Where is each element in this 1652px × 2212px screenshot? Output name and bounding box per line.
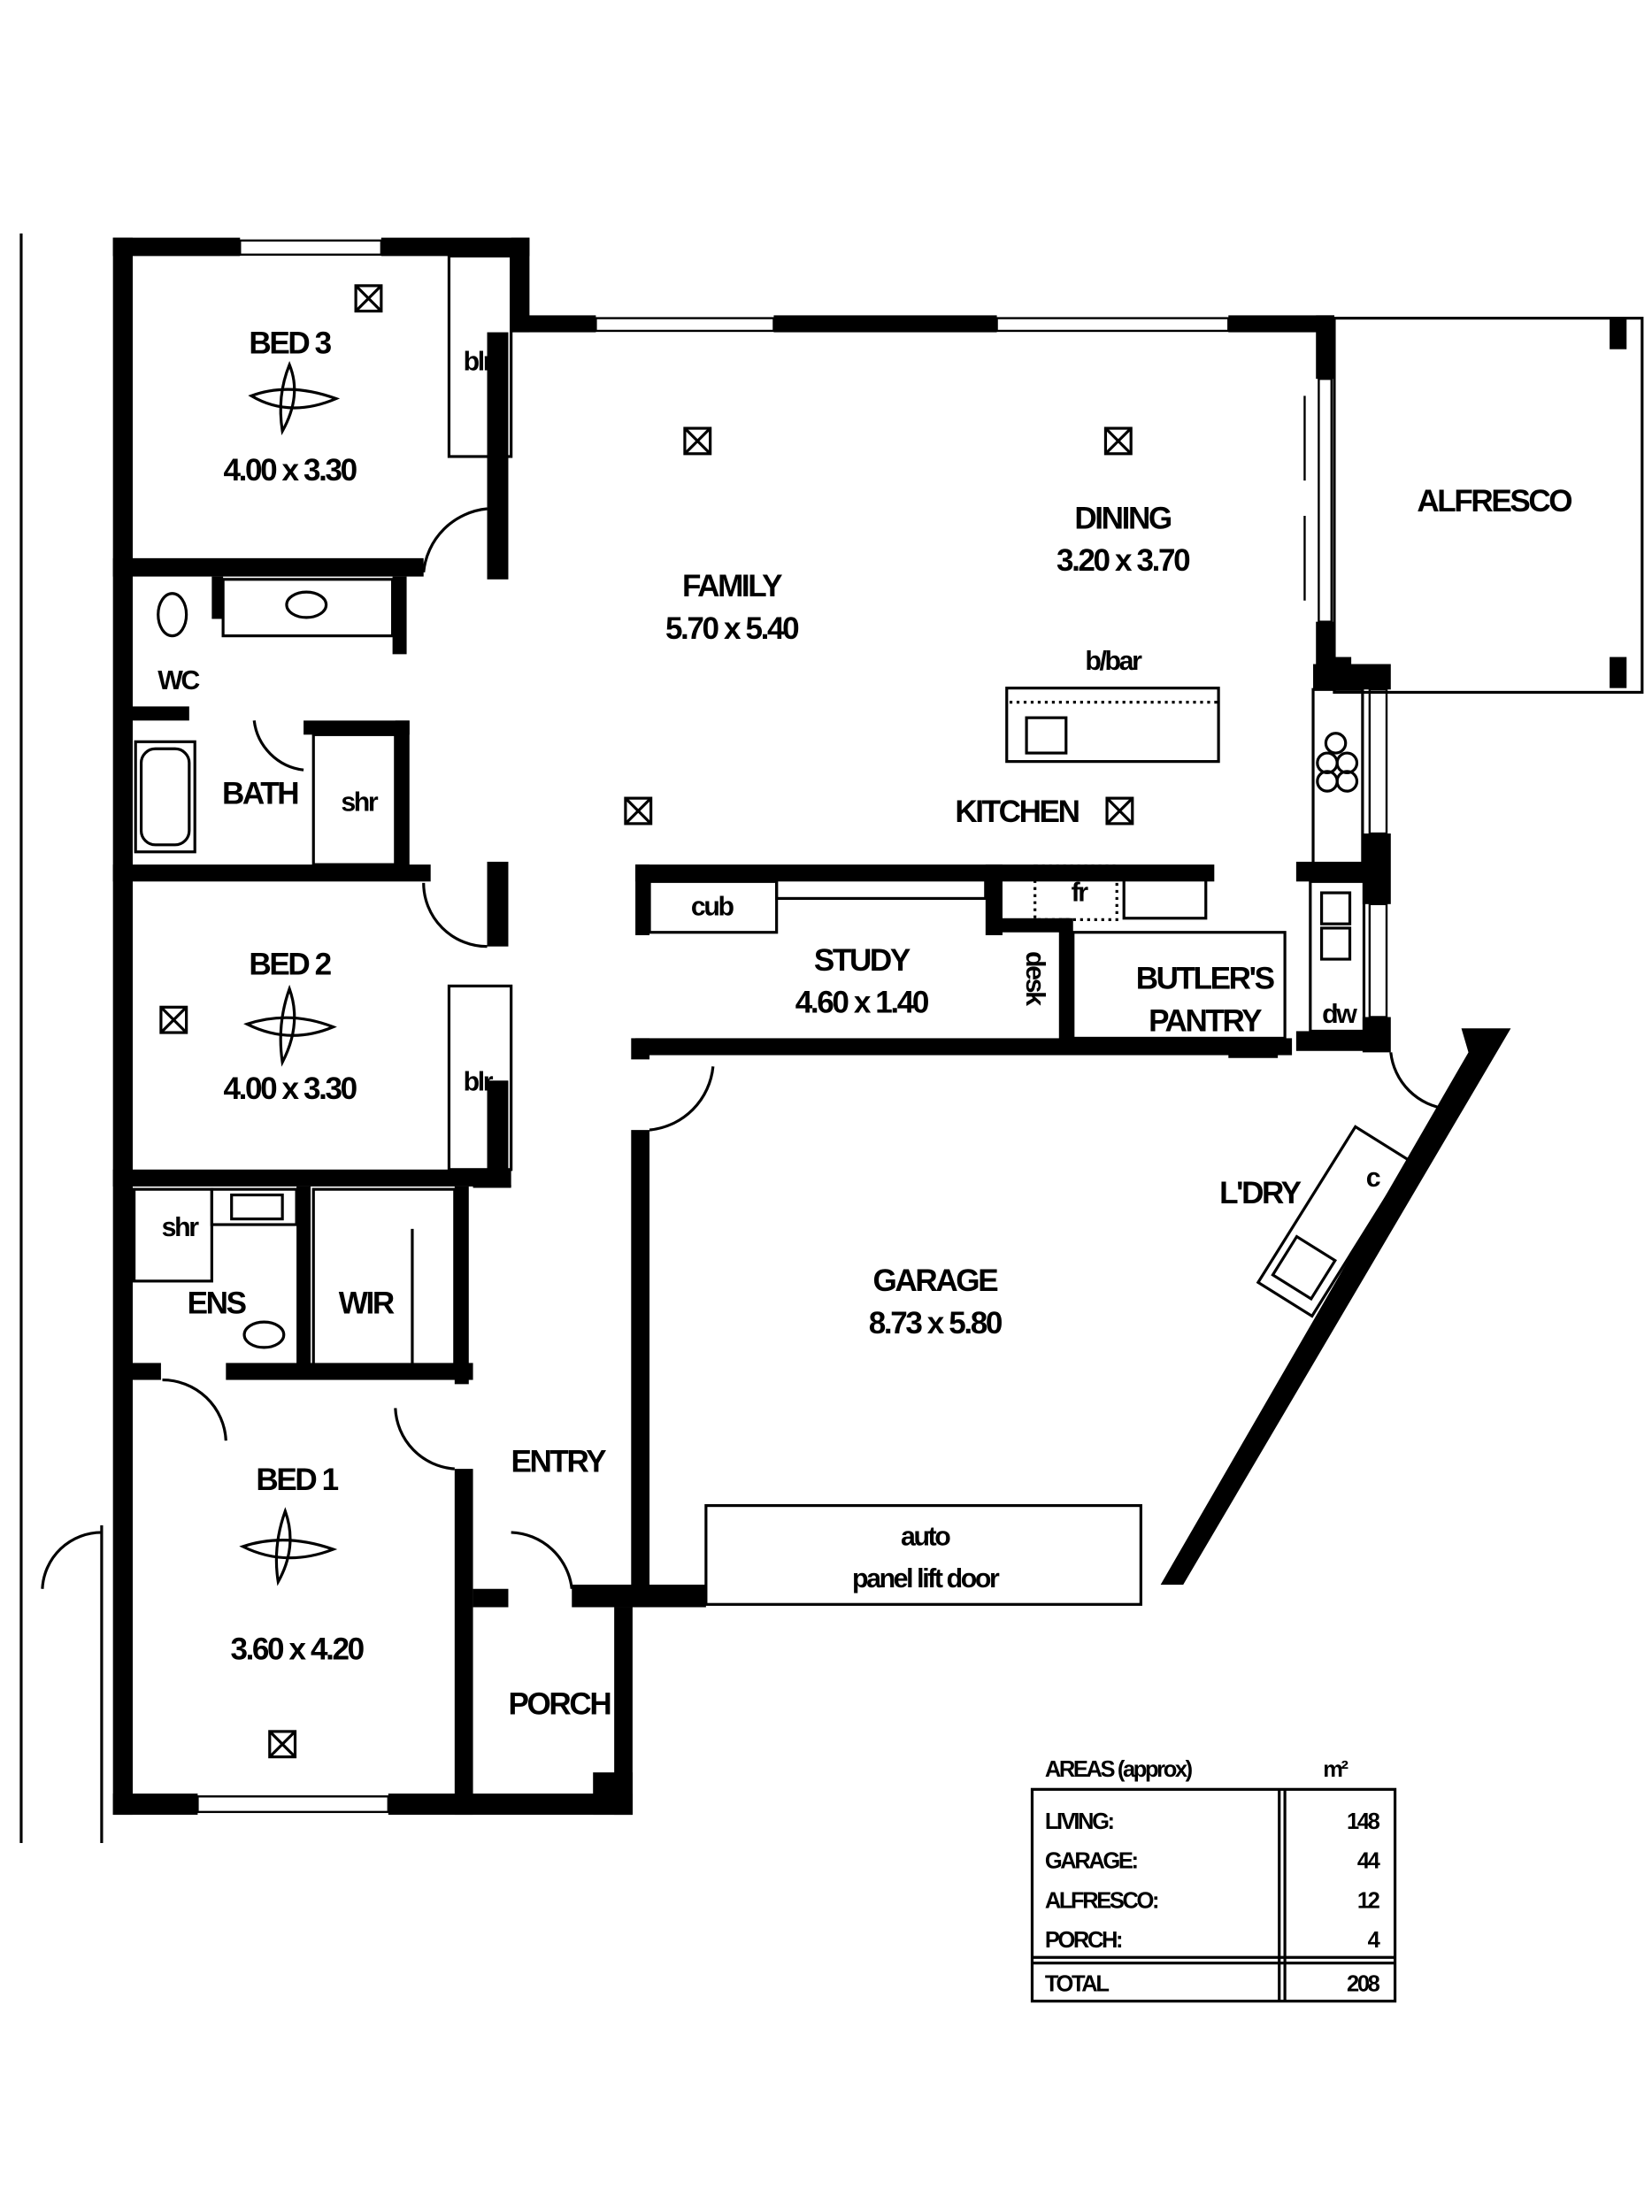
fr-label: fr bbox=[1072, 879, 1089, 908]
area-row-value: 44 bbox=[1357, 1849, 1381, 1874]
bed1-label: BED 1 bbox=[256, 1463, 338, 1497]
fixtures bbox=[132, 254, 1411, 1606]
garage-label: GARAGE bbox=[873, 1263, 999, 1298]
wir-label: WIR bbox=[339, 1286, 395, 1321]
blr-bed2: blr bbox=[464, 1067, 494, 1096]
family-label: FAMILY bbox=[682, 569, 782, 603]
dining-size: 3.20 x 3.70 bbox=[1057, 543, 1190, 578]
bed3-size: 4.00 x 3.30 bbox=[223, 453, 357, 488]
laundry-label: L'DRY bbox=[1219, 1176, 1302, 1210]
study-size: 4.60 x 1.40 bbox=[795, 986, 929, 1020]
shr-ens: shr bbox=[162, 1213, 200, 1242]
areas-title: AREAS (approx) bbox=[1045, 1757, 1193, 1782]
kitchen-label: KITCHEN bbox=[955, 795, 1078, 829]
garage-door-label-2: panel lift door bbox=[852, 1564, 1000, 1594]
area-row-label: GARAGE: bbox=[1045, 1849, 1138, 1874]
desk-label: desk bbox=[1020, 951, 1049, 1006]
study-label: STUDY bbox=[814, 943, 911, 978]
alfresco-area bbox=[1333, 316, 1644, 695]
areas-unit: m² bbox=[1323, 1757, 1348, 1782]
area-row-label: ALFRESCO: bbox=[1045, 1888, 1158, 1913]
doors[interactable] bbox=[41, 507, 1448, 1843]
butlers-pantry-label-2: PANTRY bbox=[1149, 1003, 1262, 1038]
bbar-label: b/bar bbox=[1085, 647, 1142, 676]
bed3-label: BED 3 bbox=[249, 326, 331, 360]
blr-bed3: blr bbox=[464, 348, 494, 377]
light-fixture-icon bbox=[159, 284, 1134, 1759]
area-total-value: 208 bbox=[1347, 1972, 1380, 1997]
sliding-door[interactable] bbox=[1303, 378, 1333, 623]
walls bbox=[112, 237, 1511, 1816]
boundary-line bbox=[19, 233, 23, 1843]
room-labels: BED 3 4.00 x 3.30 blr FAMILY 5.70 x 5.40… bbox=[158, 326, 1573, 1722]
areas-table: AREAS (approx) m² LIVING: 148 GARAGE: 44… bbox=[1030, 1757, 1397, 2003]
area-row-value: 148 bbox=[1347, 1809, 1380, 1834]
wc-label: WC bbox=[158, 666, 200, 695]
dw-label: dw bbox=[1322, 1000, 1357, 1029]
bed2-size: 4.00 x 3.30 bbox=[223, 1071, 357, 1106]
bath-label: BATH bbox=[222, 777, 297, 811]
area-row-value: 12 bbox=[1357, 1888, 1380, 1913]
porch-label: PORCH bbox=[509, 1687, 611, 1722]
c-label: c bbox=[1366, 1164, 1380, 1193]
butlers-pantry-label-1: BUTLER'S bbox=[1136, 962, 1275, 996]
bed1-size: 3.60 x 4.20 bbox=[230, 1632, 364, 1667]
garage-door-label-1: auto bbox=[901, 1522, 950, 1551]
area-row-label: LIVING: bbox=[1045, 1809, 1114, 1834]
windows bbox=[114, 239, 1388, 1814]
shr-bath: shr bbox=[341, 787, 379, 817]
ens-label: ENS bbox=[188, 1286, 247, 1321]
cub-label: cub bbox=[691, 893, 734, 922]
garage-size: 8.73 x 5.80 bbox=[869, 1306, 1003, 1340]
entry-label: ENTRY bbox=[511, 1444, 606, 1479]
dining-label: DINING bbox=[1074, 501, 1172, 535]
area-total-label: TOTAL bbox=[1045, 1972, 1110, 1997]
alfresco-label: ALFRESCO bbox=[1417, 484, 1571, 518]
area-row-label: PORCH: bbox=[1045, 1928, 1122, 1953]
bed2-label: BED 2 bbox=[249, 948, 331, 982]
area-row-value: 4 bbox=[1368, 1928, 1381, 1953]
ceiling-fan-icon bbox=[239, 361, 341, 1586]
family-size: 5.70 x 5.40 bbox=[665, 611, 799, 646]
